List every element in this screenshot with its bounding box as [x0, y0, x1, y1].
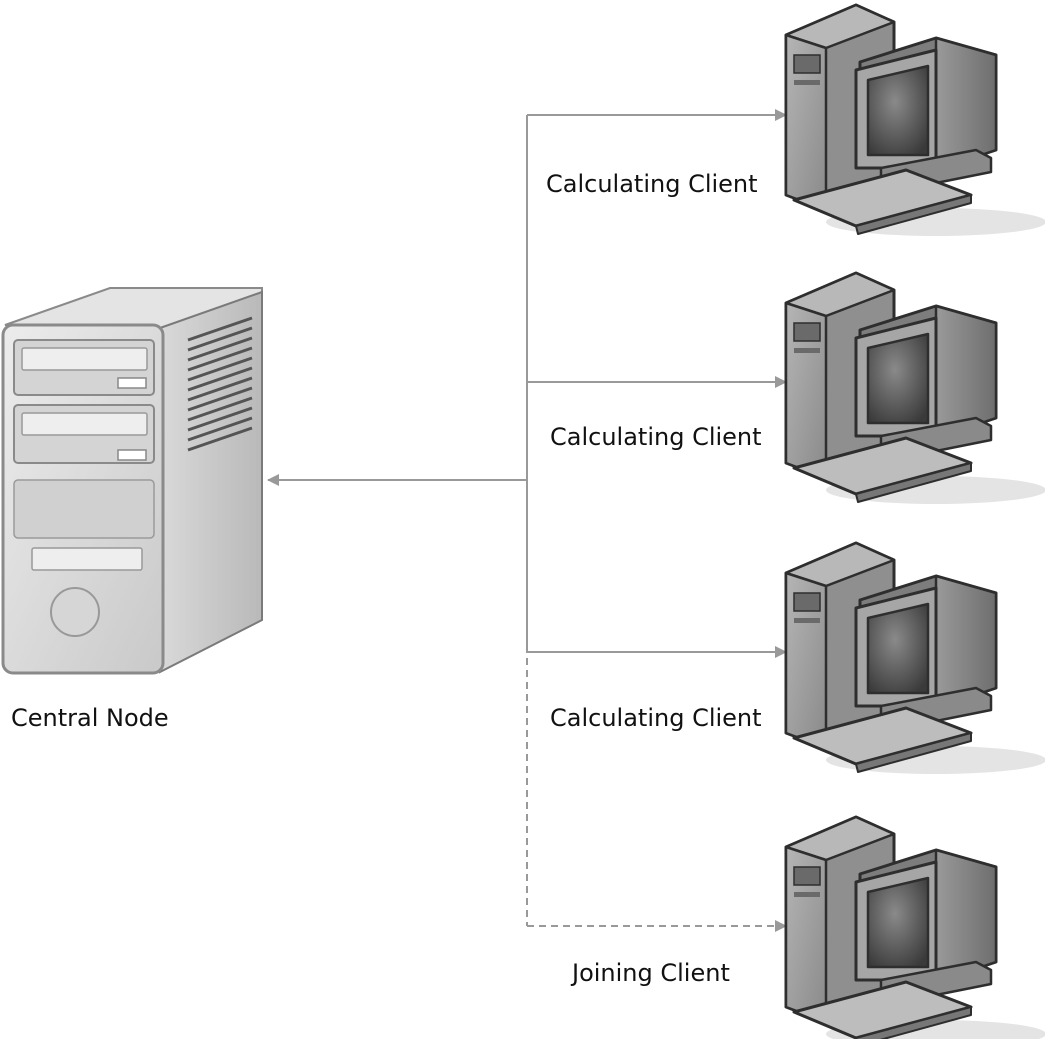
- server-tower-icon: [1, 287, 263, 675]
- client-3-label: Calculating Client: [550, 704, 762, 732]
- client-1-label: Calculating Client: [546, 170, 758, 198]
- desktop-computer-icon-4: [784, 815, 1045, 1039]
- central-node-label: Central Node: [11, 704, 169, 732]
- desktop-computer-icon-2: [784, 271, 1045, 504]
- client-4-label: Joining Client: [572, 959, 730, 987]
- desktop-computer-icon-3: [784, 541, 1045, 774]
- client-2-label: Calculating Client: [550, 423, 762, 451]
- desktop-computer-icon-1: [784, 3, 1045, 236]
- connector-lines: [267, 109, 787, 932]
